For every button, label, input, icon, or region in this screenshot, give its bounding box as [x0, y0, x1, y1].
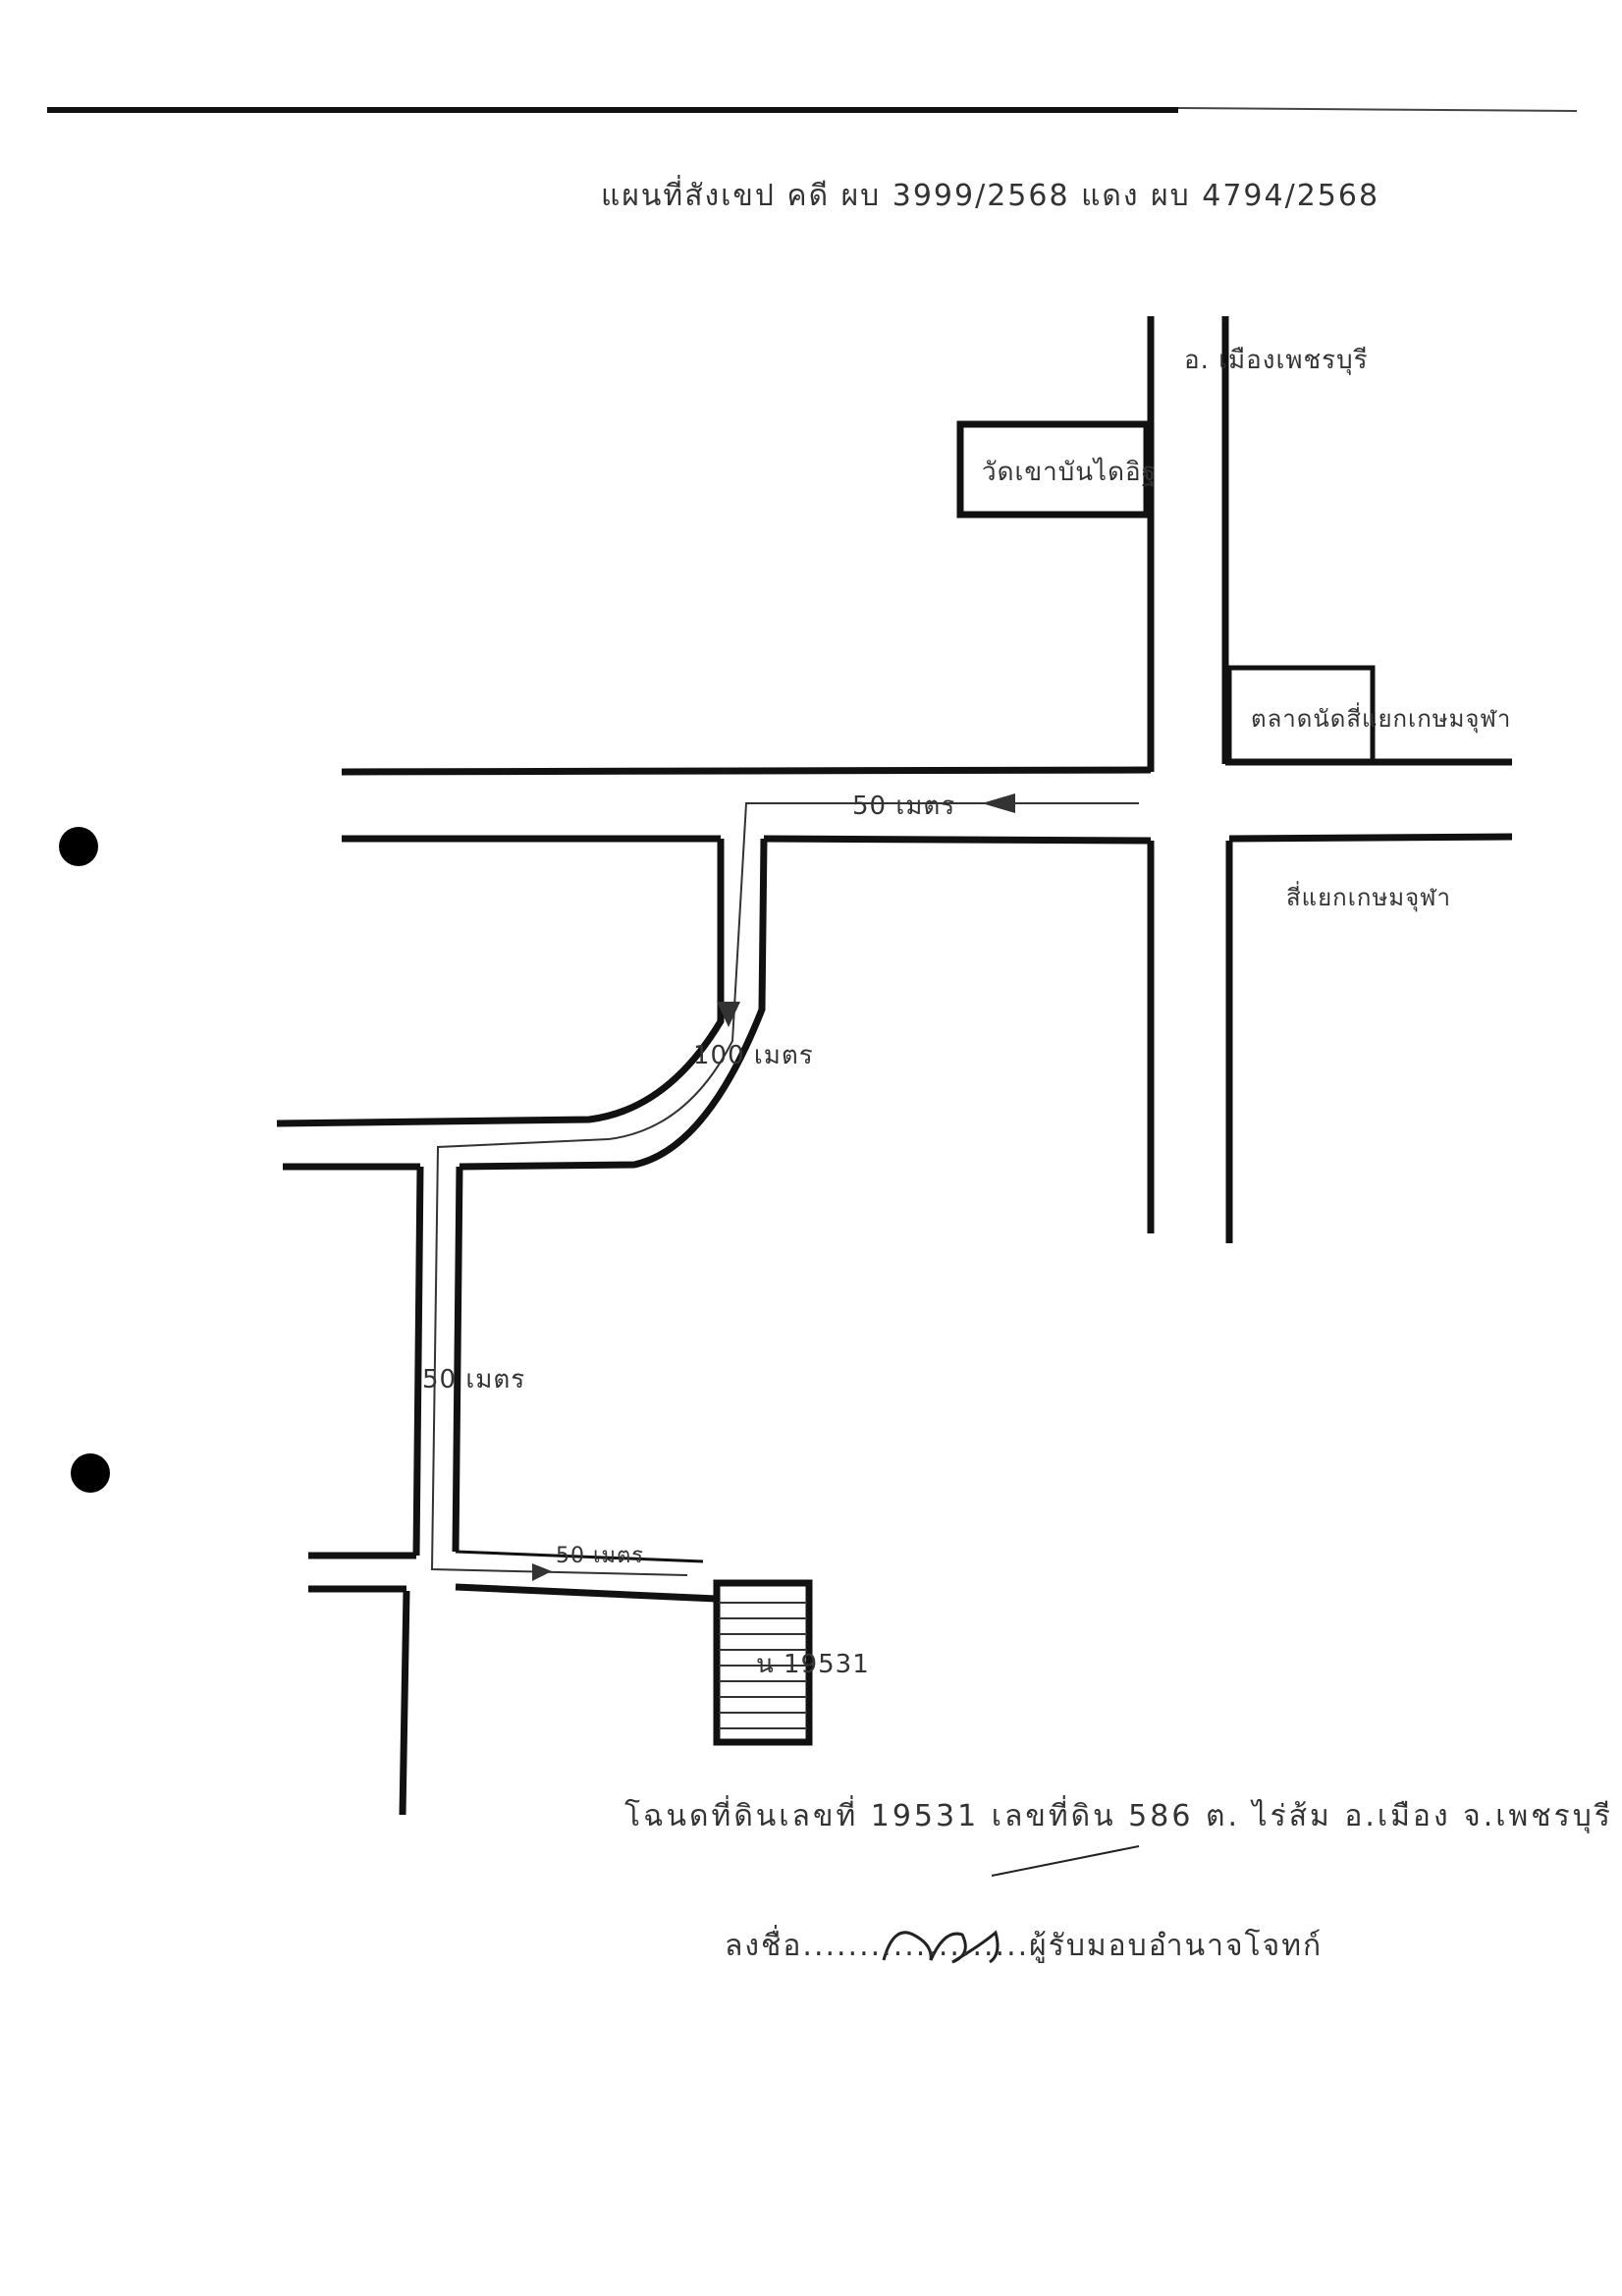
parcel-hatch: [719, 1602, 807, 1729]
road-ew-south-edge: [763, 835, 1152, 845]
deed-note: โฉนดที่ดินเลขที่ 19531 เลขที่ดิน 586 ต. …: [624, 1799, 1613, 1833]
lane-west-edge: [412, 1166, 424, 1557]
punch-hole: [71, 1453, 110, 1493]
district-label: อ. เมืองเพชรบุรี: [1184, 346, 1369, 375]
temple-box: [956, 420, 1151, 519]
lane-east-edge: [452, 1166, 463, 1553]
distance-label: 50 เมตร: [852, 792, 956, 821]
parcel-label: น 19531: [756, 1650, 870, 1679]
distance-label: 100 เมตร: [693, 1041, 814, 1070]
signature-role: ผู้รับมอบอำนาจโจทก์: [1029, 1929, 1324, 1963]
lane-west-edge: [399, 1590, 410, 1816]
arrow-icon: [717, 1002, 740, 1027]
distance-label: 50 เมตร: [556, 1544, 645, 1568]
route-line: [430, 802, 1139, 1576]
signature-line: ลงชื่อ....................ผู้รับมอบอำนาจ…: [725, 1923, 1323, 1969]
cross-street-north-edge: [455, 1550, 704, 1563]
intersection-label: สี่แยกเกษมจุฬา: [1286, 884, 1452, 911]
top-rule-end: [1177, 107, 1578, 112]
cross-street-south-edge: [455, 1583, 718, 1603]
arrow-icon: [532, 1563, 552, 1581]
signature-dots: ..........: [915, 1929, 1030, 1963]
arrow-icon: [982, 793, 1015, 813]
road-ew-south-edge: [1228, 833, 1513, 843]
page-title: แผนที่สังเขป คดี ผบ 3999/2568 แดง ผบ 479…: [601, 179, 1380, 213]
side-road-east-edge: [459, 838, 768, 1171]
handwritten-signature: [882, 1930, 1000, 1964]
market-box: [1226, 665, 1376, 765]
punch-hole: [59, 827, 98, 866]
road-ew-north-edge: [341, 766, 1152, 776]
distance-label: 50 เมตร: [422, 1365, 526, 1394]
signature-prefix: ลงชื่อ..........: [725, 1929, 916, 1963]
temple-label: วัดเขาบันไดอิฐ: [982, 458, 1157, 487]
side-road-west-edge: [276, 839, 725, 1127]
market-label: ตลาดนัดสี่แยกเกษมจุฬา: [1251, 705, 1512, 733]
signature-stroke: [991, 1845, 1140, 1877]
parcel-box: [713, 1579, 813, 1746]
